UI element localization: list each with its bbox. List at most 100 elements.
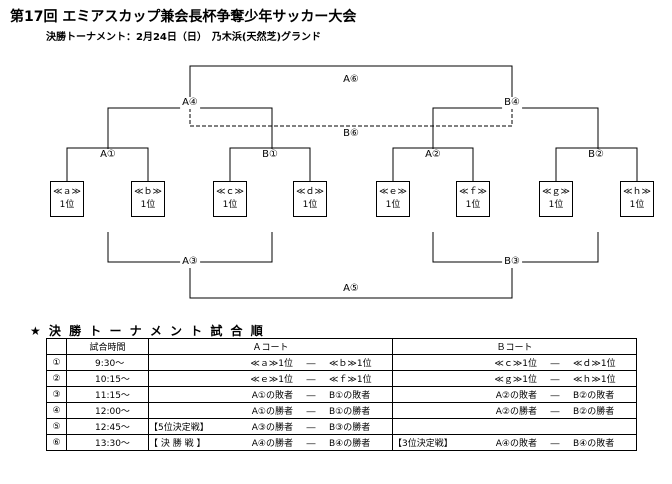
match-number: ①	[46, 354, 67, 371]
match-label-b2: B②	[586, 149, 606, 161]
bracket-line-b6	[189, 108, 513, 127]
vs-dash: ―	[306, 439, 316, 449]
match-time-cell: 12:00～	[66, 402, 149, 419]
match-label-b3: B③	[502, 256, 522, 268]
vs-dash: ―	[550, 439, 560, 449]
match-number: ③	[46, 386, 67, 403]
match-label-b4: B④	[502, 97, 522, 109]
team-box-f: ≪ｆ≫1位	[456, 181, 490, 217]
match-type-tag: 【 決 勝 戦 】	[149, 439, 206, 449]
match-time: 13:30～	[95, 439, 130, 449]
team-1: A③の勝者	[251, 423, 293, 433]
match-time: 10:15～	[95, 375, 130, 385]
team-2: B④の勝者	[329, 439, 371, 449]
bracket-line-b4	[432, 107, 599, 158]
team-2: ≪ｈ≫1位	[573, 375, 616, 385]
team-1: A①の敗者	[251, 391, 293, 401]
team-box-h: ≪ｈ≫1位	[620, 181, 654, 217]
team-box-c: ≪ｃ≫1位	[213, 181, 247, 217]
vs-dash: ―	[306, 407, 316, 417]
match-number: ④	[46, 402, 67, 419]
team-1: A④の敗者	[495, 439, 537, 449]
match-label-a2: A②	[423, 149, 443, 161]
team-1: A④の勝者	[251, 439, 293, 449]
team-2: B④の敗者	[573, 439, 615, 449]
match-label-a5: A⑤	[341, 283, 361, 295]
vs-dash: ―	[550, 375, 560, 385]
team-1: A①の勝者	[251, 407, 293, 417]
match-time-cell: 11:15～	[66, 386, 149, 403]
bracket-line-a2	[392, 147, 474, 183]
header-court-a: Ａコート	[148, 338, 393, 355]
match-number: ②	[46, 370, 67, 387]
court-a-cell: 【 決 勝 戦 】 A④の勝者 ― B④の勝者	[148, 434, 393, 451]
match-time: 12:00～	[95, 407, 130, 417]
team-1: A②の敗者	[495, 391, 537, 401]
vs-dash: ―	[550, 407, 560, 417]
team-2: B③の勝者	[329, 423, 371, 433]
match-time-cell: 10:15～	[66, 370, 149, 387]
vs-dash: ―	[306, 423, 316, 433]
header-court-b: Ｂコート	[392, 338, 637, 355]
team-2: B①の敗者	[329, 391, 371, 401]
vs-dash: ―	[306, 359, 316, 369]
team-1: ≪ｇ≫1位	[494, 375, 537, 385]
team-box-e: ≪ｅ≫1位	[376, 181, 410, 217]
team-box-d: ≪ｄ≫1位	[293, 181, 327, 217]
match-number: ⑤	[46, 418, 67, 435]
match-label-a1: A①	[98, 149, 118, 161]
match-label-a6: A⑥	[341, 74, 361, 86]
vs-dash: ―	[306, 391, 316, 401]
match-number: ⑥	[46, 434, 67, 451]
table-row: ③ 11:15～ A①の敗者 ― B①の敗者 A②の敗者 ― B②の敗者	[46, 386, 637, 403]
header-no	[46, 338, 67, 355]
court-b-cell: 【3位決定戦】 A④の敗者 ― B④の敗者	[392, 434, 637, 451]
team-1: ≪ａ≫1位	[250, 359, 293, 369]
bracket-line-a5	[189, 262, 513, 299]
match-time-cell: 13:30～	[66, 434, 149, 451]
schedule-heading: ★ 決 勝 ト ー ナ メ ン ト 試 合 順	[30, 324, 265, 338]
court-b-cell: ≪ｃ≫1位―≪ｄ≫1位	[392, 354, 637, 371]
vs-dash: ―	[550, 359, 560, 369]
vs-dash: ―	[550, 391, 560, 401]
match-type-tag: 【5位決定戦】	[149, 423, 209, 433]
team-1: A②の勝者	[495, 407, 537, 417]
match-type-tag: 【3位決定戦】	[393, 439, 453, 449]
court-b-cell: A②の勝者 ― B②の勝者	[392, 402, 637, 419]
team-2: B②の敗者	[573, 391, 615, 401]
match-time-cell: 9:30～	[66, 354, 149, 371]
table-row: ⑥ 13:30～ 【 決 勝 戦 】 A④の勝者 ― B④の勝者 【3位決定戦】 A④の敗者 ―…	[46, 434, 637, 451]
bracket-line-a1	[66, 147, 149, 183]
page-subtitle: 決勝トーナメント：2月24日（日） 乃木浜(天然芝)グランド	[46, 32, 322, 43]
team-2: B②の勝者	[573, 407, 615, 417]
court-a-cell: ≪ｅ≫1位―≪ｆ≫1位	[148, 370, 393, 387]
team-1: ≪ｅ≫1位	[250, 375, 293, 385]
vs-dash: ―	[306, 375, 316, 385]
team-box-g: ≪ｇ≫1位	[539, 181, 573, 217]
court-a-cell: ≪ａ≫1位 ― ≪ｂ≫1位	[148, 354, 393, 371]
bracket-line-b1	[229, 147, 311, 183]
header-time: 試合時間	[66, 338, 149, 355]
team-1: ≪ｃ≫1位	[494, 359, 537, 369]
court-a-cell: 【5位決定戦】 A③の勝者 ― B③の勝者	[148, 418, 393, 435]
court-a-cell: A①の敗者 ― B①の敗者	[148, 386, 393, 403]
court-b-cell	[392, 418, 637, 435]
court-b-cell: A②の敗者 ― B②の敗者	[392, 386, 637, 403]
page-title: 第17回 エミアスカップ兼会長杯争奪少年サッカー大会	[10, 9, 357, 25]
team-2: B①の勝者	[329, 407, 371, 417]
team-2: ≪ｂ≫1位	[329, 359, 372, 369]
team-box-a: ≪ａ≫1位	[50, 181, 84, 217]
court-b-cell: ≪ｇ≫1位 ― ≪ｈ≫1位	[392, 370, 637, 387]
match-label-a4: A④	[180, 97, 200, 109]
schedule-header-row: 試合時間 Ａコート Ｂコート	[46, 338, 637, 355]
match-time-cell: 12:45～	[66, 418, 149, 435]
court-a-cell: A①の勝者 ― B①の勝者	[148, 402, 393, 419]
table-row: ④ 12:00～ A①の勝者 ― B①の勝者 A②の勝者 ― B②の勝者	[46, 402, 637, 419]
match-time: 11:15～	[95, 391, 130, 401]
bracket-line-b2	[555, 147, 638, 183]
bracket-line-a6	[189, 65, 513, 108]
